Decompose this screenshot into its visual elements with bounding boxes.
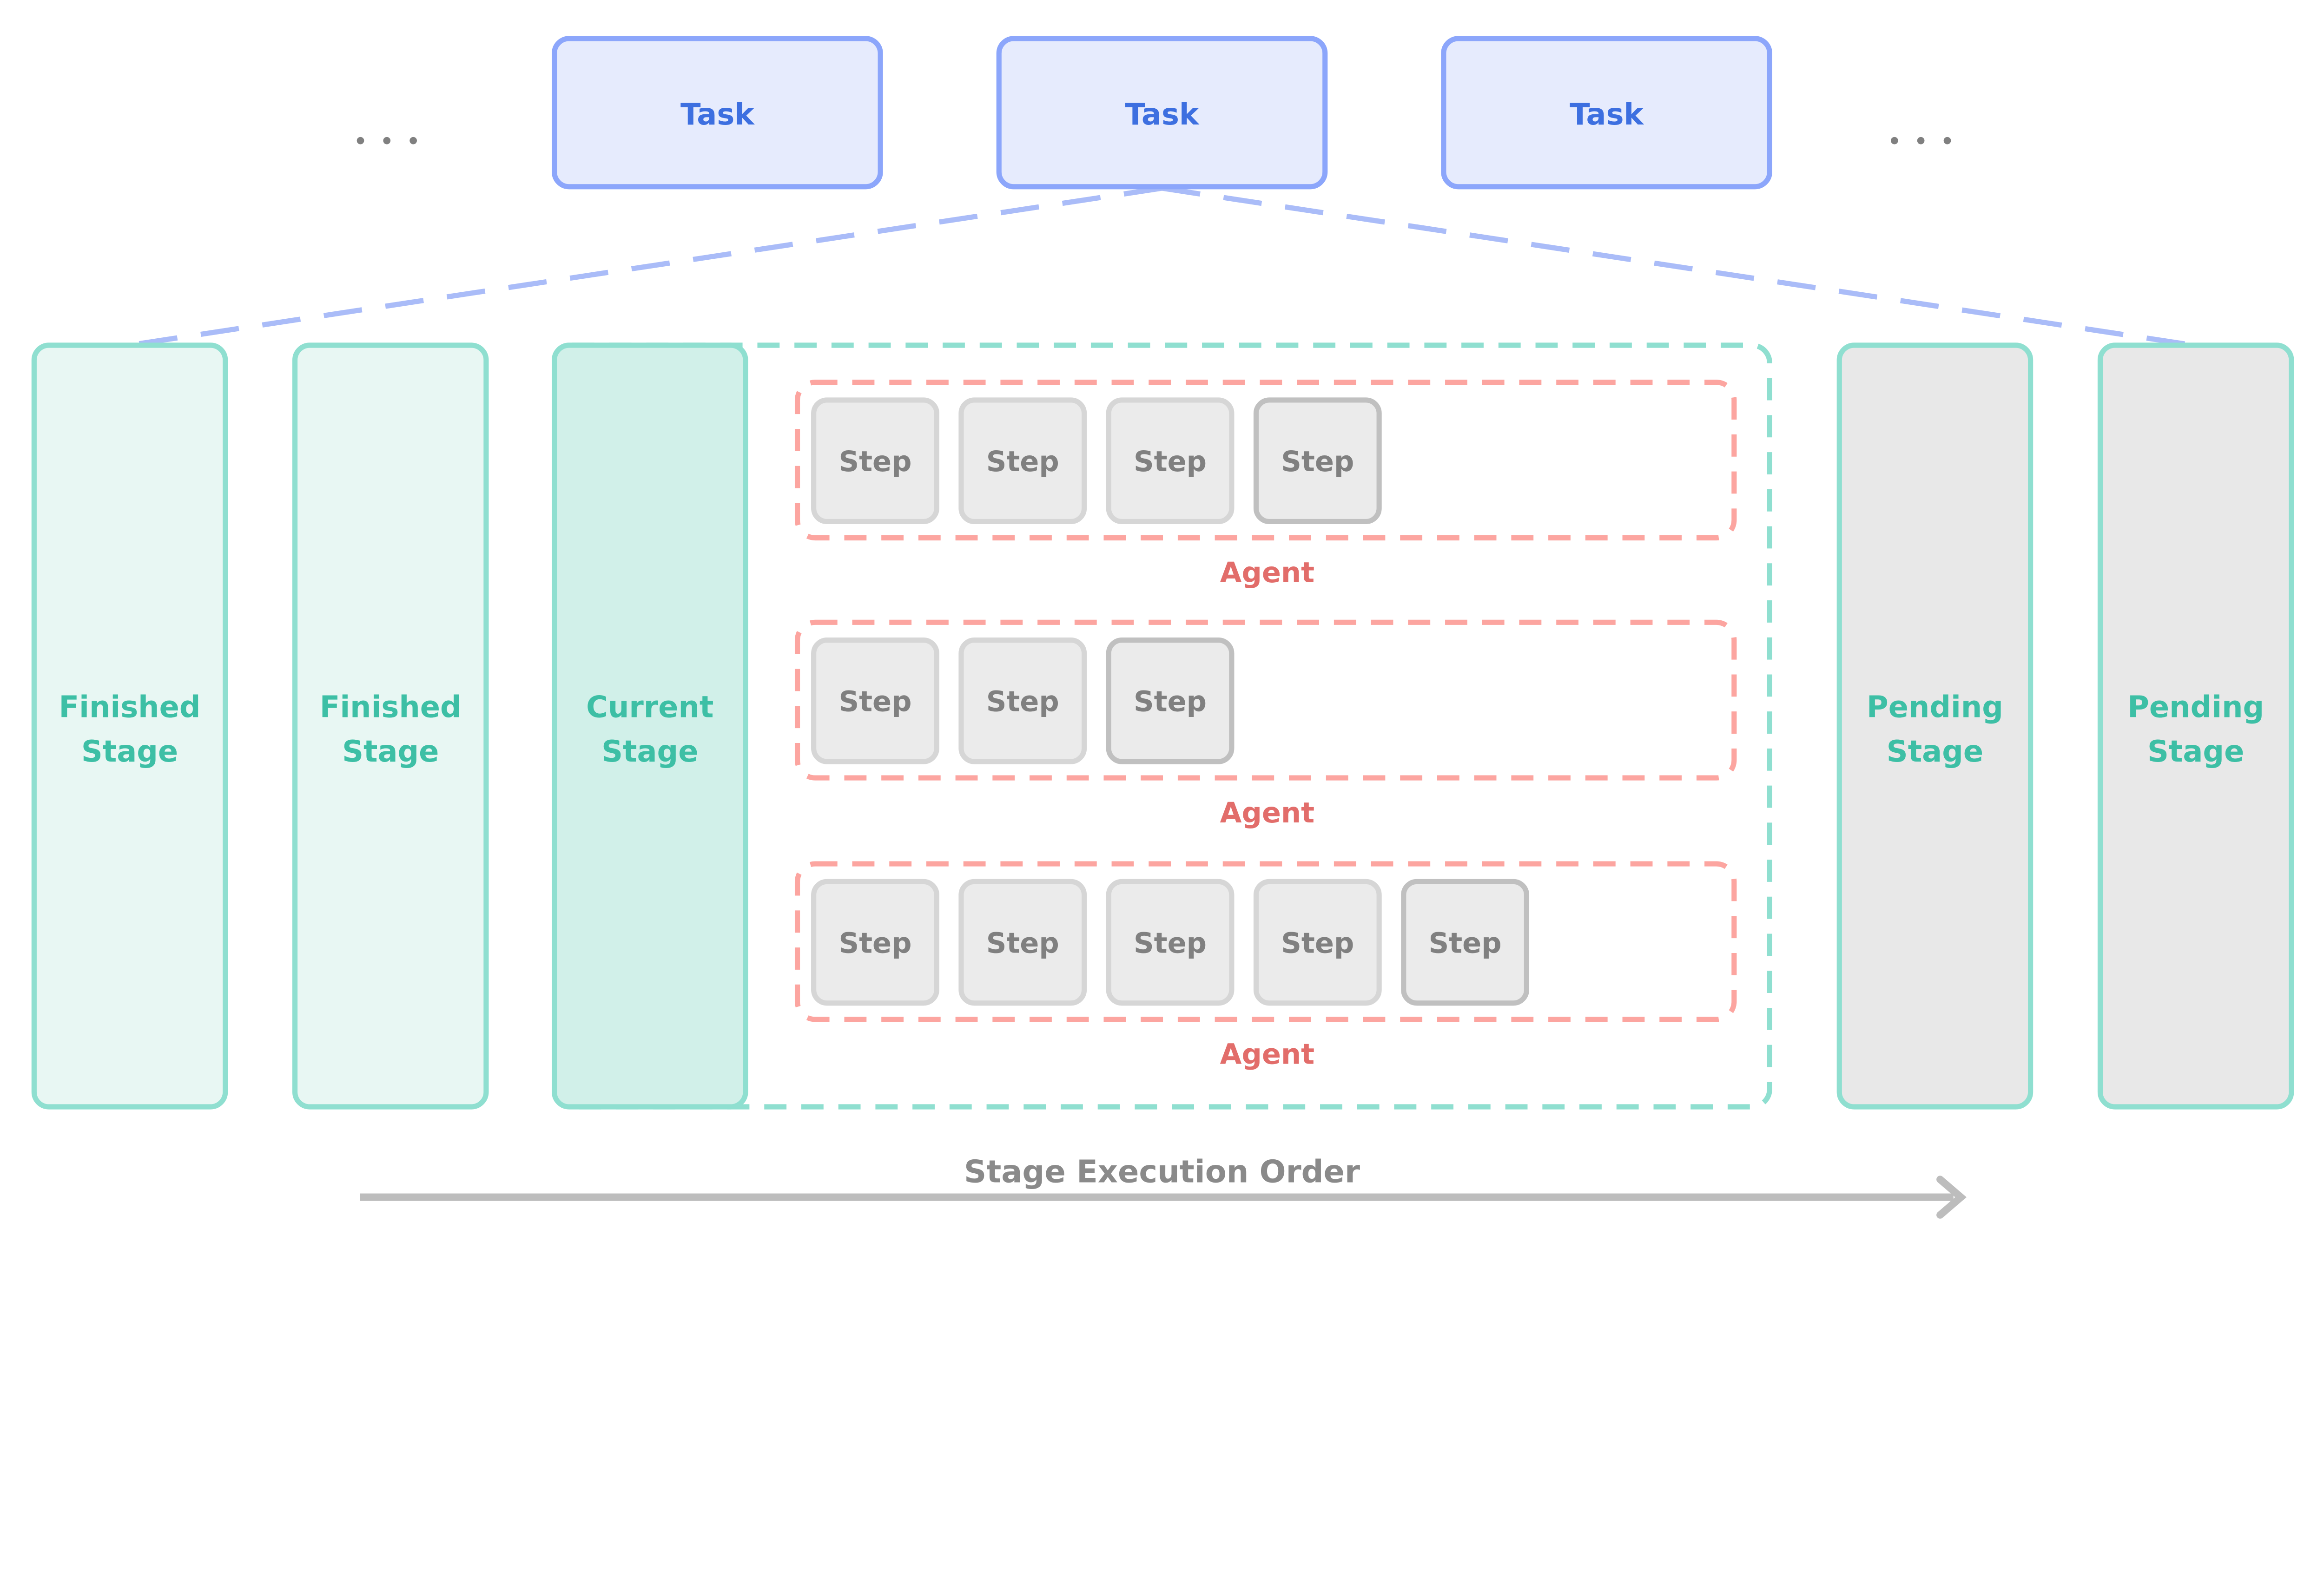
step-box <box>1106 397 1235 525</box>
step-box <box>958 879 1087 1006</box>
step-label: Step <box>986 686 1059 718</box>
step-label: Step <box>1134 446 1207 478</box>
stage-label-line2: Stage <box>81 735 178 769</box>
step-box <box>958 637 1087 764</box>
step-label: Step <box>838 927 911 960</box>
step-label: Step <box>1134 927 1207 960</box>
stage-label-line1: Pending <box>1867 690 2003 724</box>
stage-label-line1: Finished <box>320 690 462 724</box>
agent-group: Agent Step Step Step Step <box>794 380 1737 589</box>
step-box <box>958 397 1087 525</box>
step-box <box>811 879 939 1006</box>
agent-label: Agent <box>1220 1039 1314 1071</box>
task-rect <box>996 36 1328 190</box>
step-label: Step <box>1281 446 1354 478</box>
agent-group: Agent Step Step Step Step Step <box>794 861 1737 1071</box>
arrow-head-icon <box>1936 1176 1967 1219</box>
stage-label-line1: Finished <box>59 690 201 724</box>
step-box <box>1106 637 1235 764</box>
stage-rect <box>552 342 748 1110</box>
stage-label-line2: Stage <box>1887 735 1983 769</box>
agent-rect <box>794 619 1737 781</box>
step-label: Step <box>838 686 911 718</box>
task-box: Task <box>552 36 883 190</box>
task-label: Task <box>1570 98 1644 132</box>
step-box <box>1253 397 1382 525</box>
step-box <box>1253 879 1382 1006</box>
task-decomposition-link <box>128 185 2194 348</box>
ellipsis-icon: • • • <box>1888 129 1957 153</box>
stage-label-line1: Pending <box>2127 690 2264 724</box>
step-label: Step <box>1134 686 1207 718</box>
step-label: Step <box>986 446 1059 478</box>
stage-label-line1: Current <box>586 690 713 724</box>
stage-rect <box>31 342 228 1110</box>
step-box <box>1106 879 1235 1006</box>
step-box <box>811 397 939 525</box>
task-box: Task <box>1441 36 1772 190</box>
stage-label-line2: Stage <box>2147 735 2244 769</box>
agent-rect <box>794 380 1737 541</box>
task-label: Task <box>1125 98 1200 132</box>
ellipsis-icon: • • • <box>354 129 423 153</box>
stage-rect <box>1836 342 2034 1110</box>
task-box: Task <box>996 36 1328 190</box>
stage-label-line2: Stage <box>601 735 698 769</box>
stage-rect <box>292 342 489 1110</box>
step-box <box>811 637 939 764</box>
task-rect <box>1441 36 1772 190</box>
step-box <box>1401 879 1530 1006</box>
task-label: Task <box>680 98 755 132</box>
stage-label-line2: Stage <box>342 735 439 769</box>
stage-rect <box>2097 342 2294 1110</box>
step-label: Step <box>1281 927 1354 960</box>
step-label: Step <box>1429 927 1502 960</box>
axis-label: Stage Execution Order <box>964 1154 1360 1190</box>
step-label: Step <box>986 927 1059 960</box>
step-label: Step <box>838 446 911 478</box>
agent-label: Agent <box>1220 797 1314 829</box>
agent-group: Agent Step Step Step <box>794 619 1737 829</box>
agent-rect <box>794 861 1737 1022</box>
task-rect <box>552 36 883 190</box>
agent-label: Agent <box>1220 557 1314 589</box>
